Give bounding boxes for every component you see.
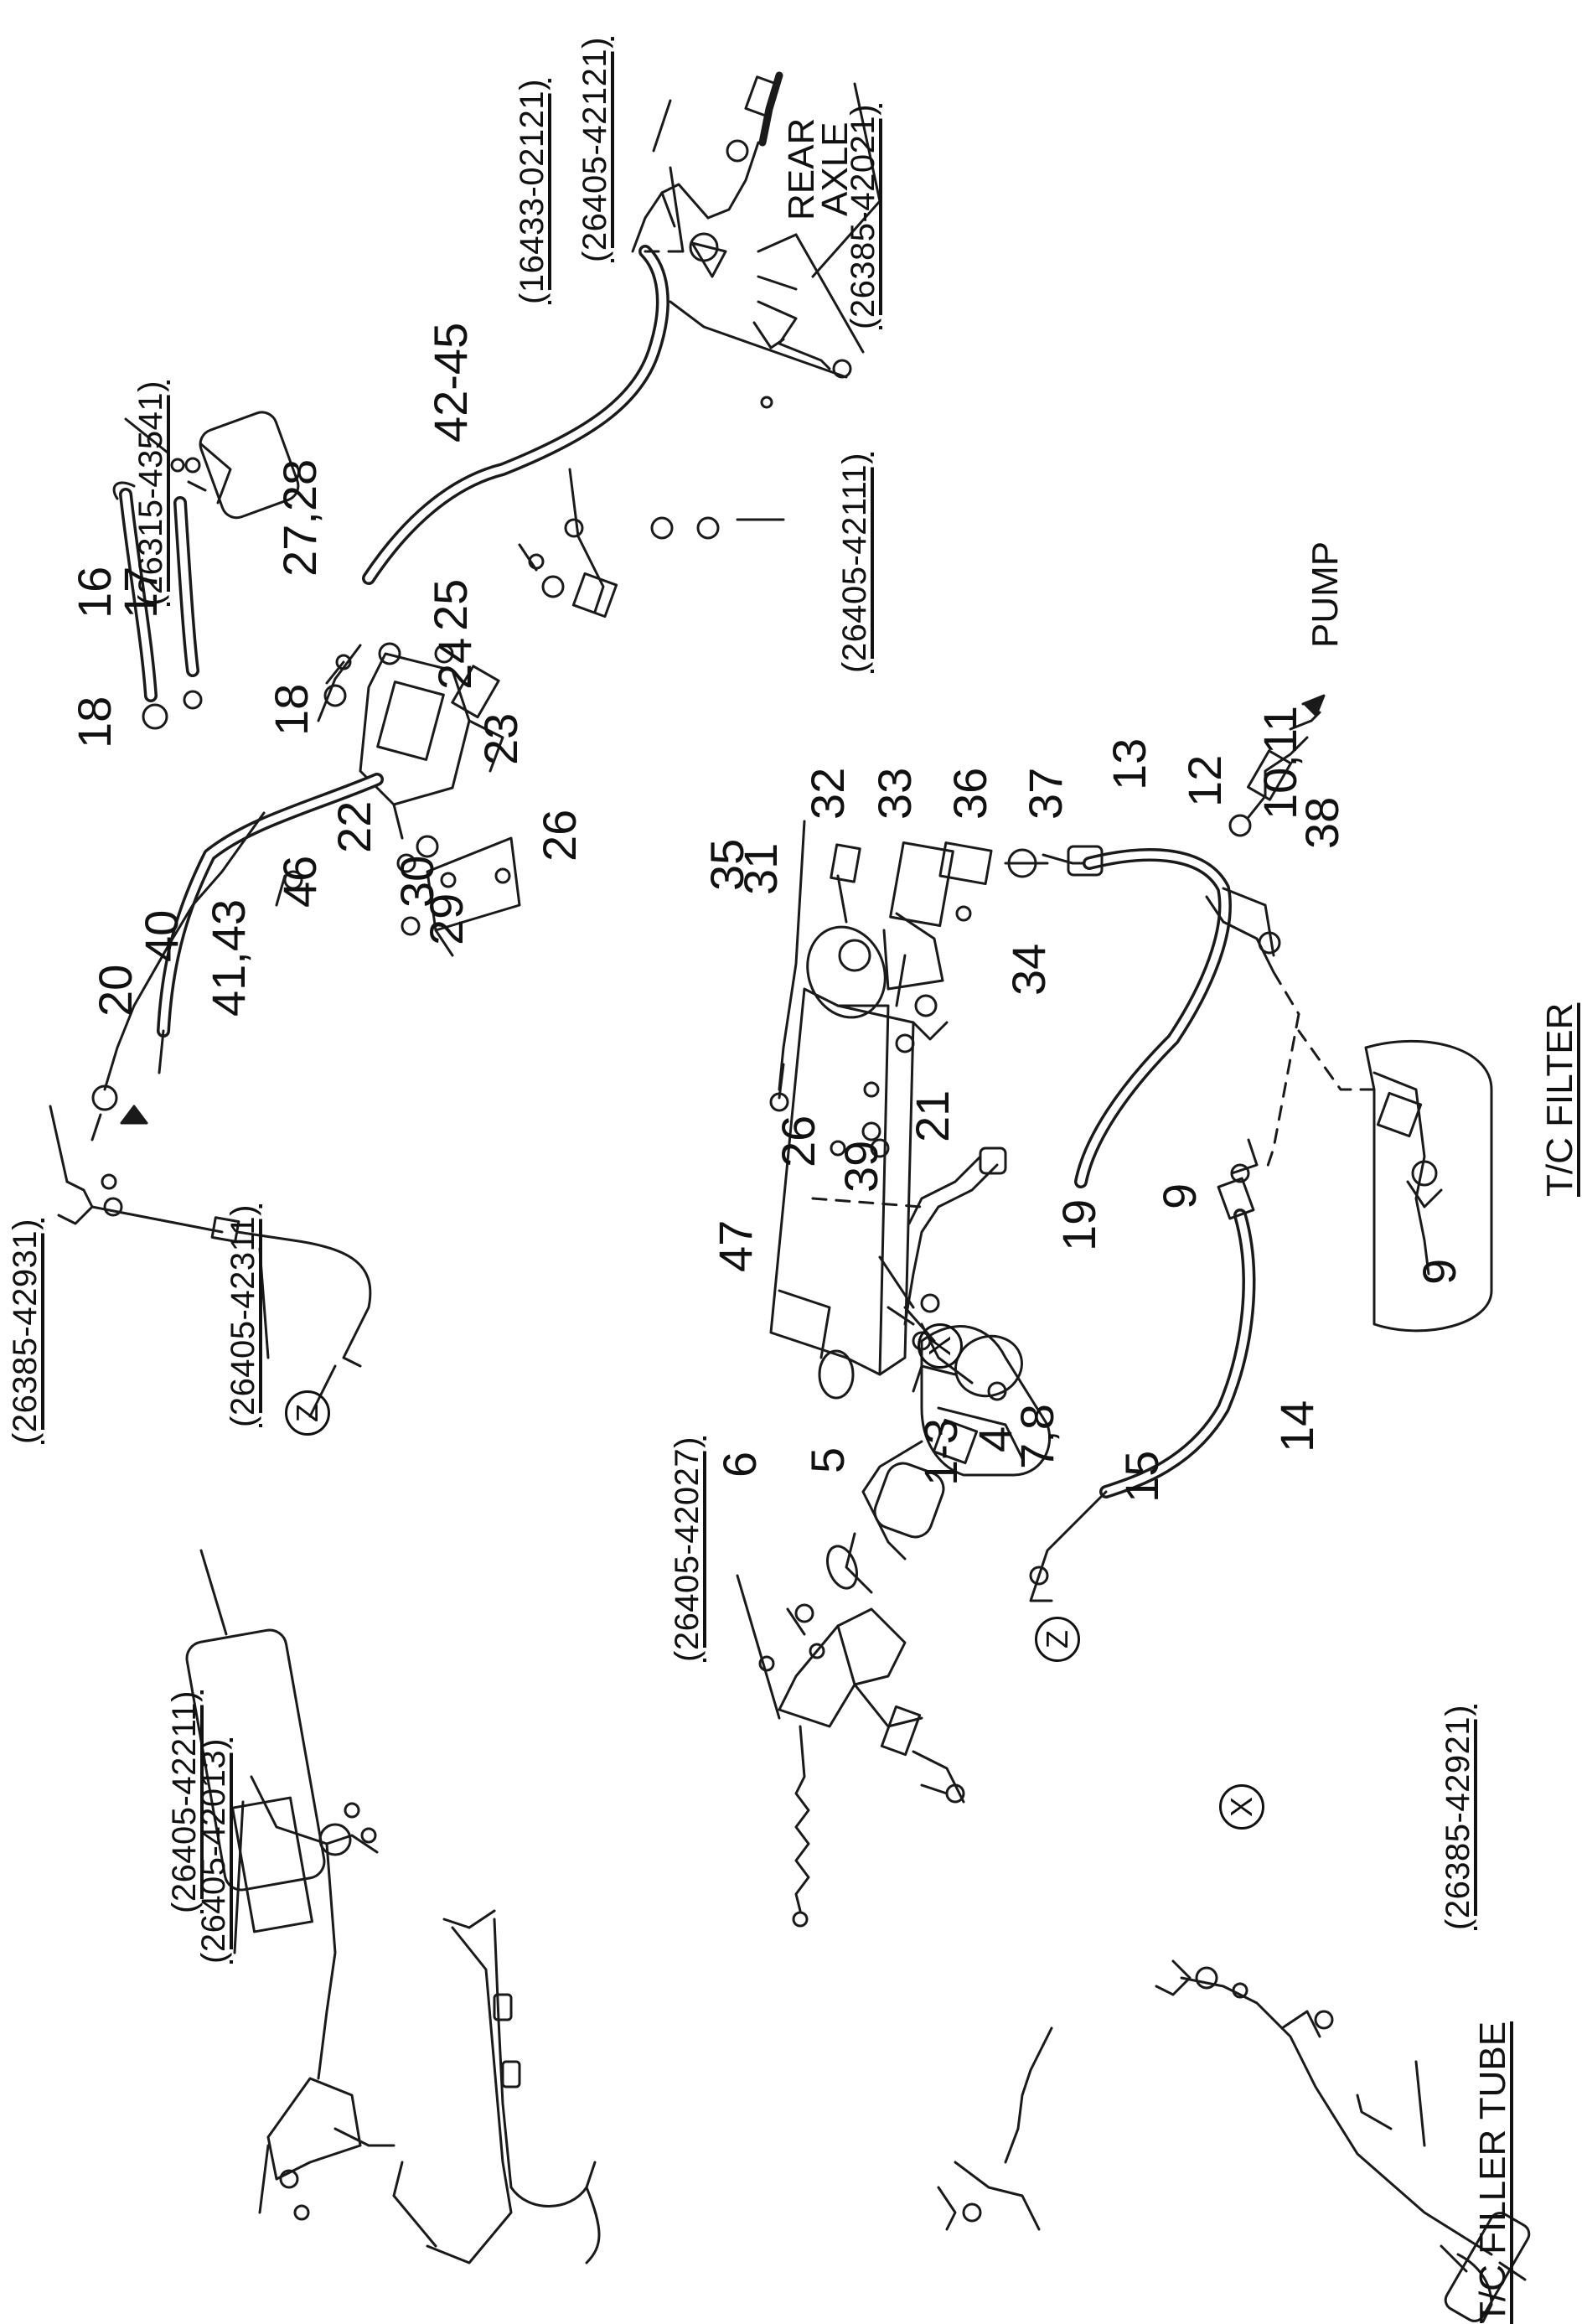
label-tc-filter: T/C FILTER (1539, 1002, 1580, 1197)
bracket-z (937, 2026, 1053, 2231)
marker-x: X (1219, 1784, 1264, 1830)
marker-z: Z (1035, 1617, 1080, 1662)
pedal-bracket-42027 (758, 1545, 965, 1804)
hose-13 (1067, 711, 1321, 1188)
label-axle: AXLE (814, 122, 856, 216)
callout: 40 (135, 909, 188, 962)
pushrod (493, 1918, 601, 2264)
hoses-16-17 (112, 481, 203, 730)
part-number: (26385-42931) (7, 1219, 44, 1444)
spring-6 (792, 1725, 810, 1928)
callout: 7,8 (1011, 1404, 1063, 1469)
rear-axle-lines-group (631, 71, 852, 409)
marker-z: Z (285, 1390, 330, 1436)
lines-20-40 (90, 773, 384, 1141)
reservoir (170, 411, 300, 520)
callout: 37 (1019, 767, 1072, 820)
hose-42-45 (362, 245, 785, 619)
arrow-tips (120, 694, 1326, 1125)
callout: 16 (68, 566, 121, 619)
callout: 21 (906, 1090, 959, 1142)
callout: 46 (273, 855, 326, 908)
callout: 26 (772, 1115, 825, 1167)
callout: 22 (328, 800, 380, 853)
callout: 34 (1002, 943, 1055, 996)
callout: 23 (474, 712, 527, 765)
part-number: (26405-42111) (836, 453, 873, 673)
callout: 20 (89, 964, 142, 1017)
leader-lines (49, 82, 1468, 2273)
plate-47 (769, 987, 949, 1400)
callout: 18 (68, 696, 121, 748)
callout: 19 (1052, 1198, 1105, 1251)
part-number: (26405-42027) (669, 1436, 706, 1662)
marker-x: X (918, 1323, 963, 1369)
callout: 24 (428, 637, 481, 690)
part-number: (16433-02121) (514, 79, 551, 304)
label-tc-filler-tube: T/C FILLER TUBE (1472, 2021, 1513, 2324)
callout: 47 (709, 1219, 762, 1272)
callout: 41,43 (202, 898, 255, 1017)
callout: 12 (1178, 754, 1231, 807)
part-number: (26405-42311) (225, 1204, 261, 1427)
bracket-29 (275, 836, 521, 957)
callout: 32 (801, 767, 854, 820)
part-number: (26405-42013) (195, 1738, 232, 1964)
callout: 26 (533, 809, 586, 862)
part-number: (26405-42121) (576, 37, 613, 262)
callout: 15 (1115, 1450, 1168, 1503)
callout: 35 (700, 838, 753, 891)
master-cylinder-23 (317, 642, 504, 858)
assembly-31-37 (769, 820, 1091, 1112)
callout: 1-3 (914, 1418, 967, 1486)
callout: 42-45 (424, 322, 477, 443)
callout: 27,28 (273, 458, 326, 577)
tc-filter (1264, 1012, 1493, 1333)
callout: 25 (424, 578, 477, 631)
pedal-42211 (185, 1628, 513, 2264)
callout: 39 (835, 1140, 887, 1193)
callout: 5 (801, 1447, 854, 1473)
callout: 6 (713, 1451, 766, 1478)
callout: 13 (1103, 738, 1155, 790)
part-number: (26385-42921) (1440, 1705, 1476, 1930)
hose-14 (1029, 1138, 1259, 1602)
callout: 18 (265, 683, 318, 736)
callout: 9 (1413, 1258, 1466, 1285)
callout: 14 (1270, 1400, 1323, 1452)
lines-42931-42311 (57, 1173, 372, 1418)
callout: 33 (868, 767, 921, 820)
label-pump: PUMP (1305, 541, 1346, 648)
callout: 38 (1295, 796, 1348, 849)
callout: 29 (420, 893, 473, 945)
line-19 (878, 1146, 1007, 1385)
main-cylinder-1-3 (845, 1306, 1052, 1594)
callout: 36 (943, 767, 996, 820)
filler-tube-line (1155, 1959, 1531, 2323)
callout: 17 (114, 566, 167, 619)
callout: 9 (1153, 1183, 1206, 1209)
